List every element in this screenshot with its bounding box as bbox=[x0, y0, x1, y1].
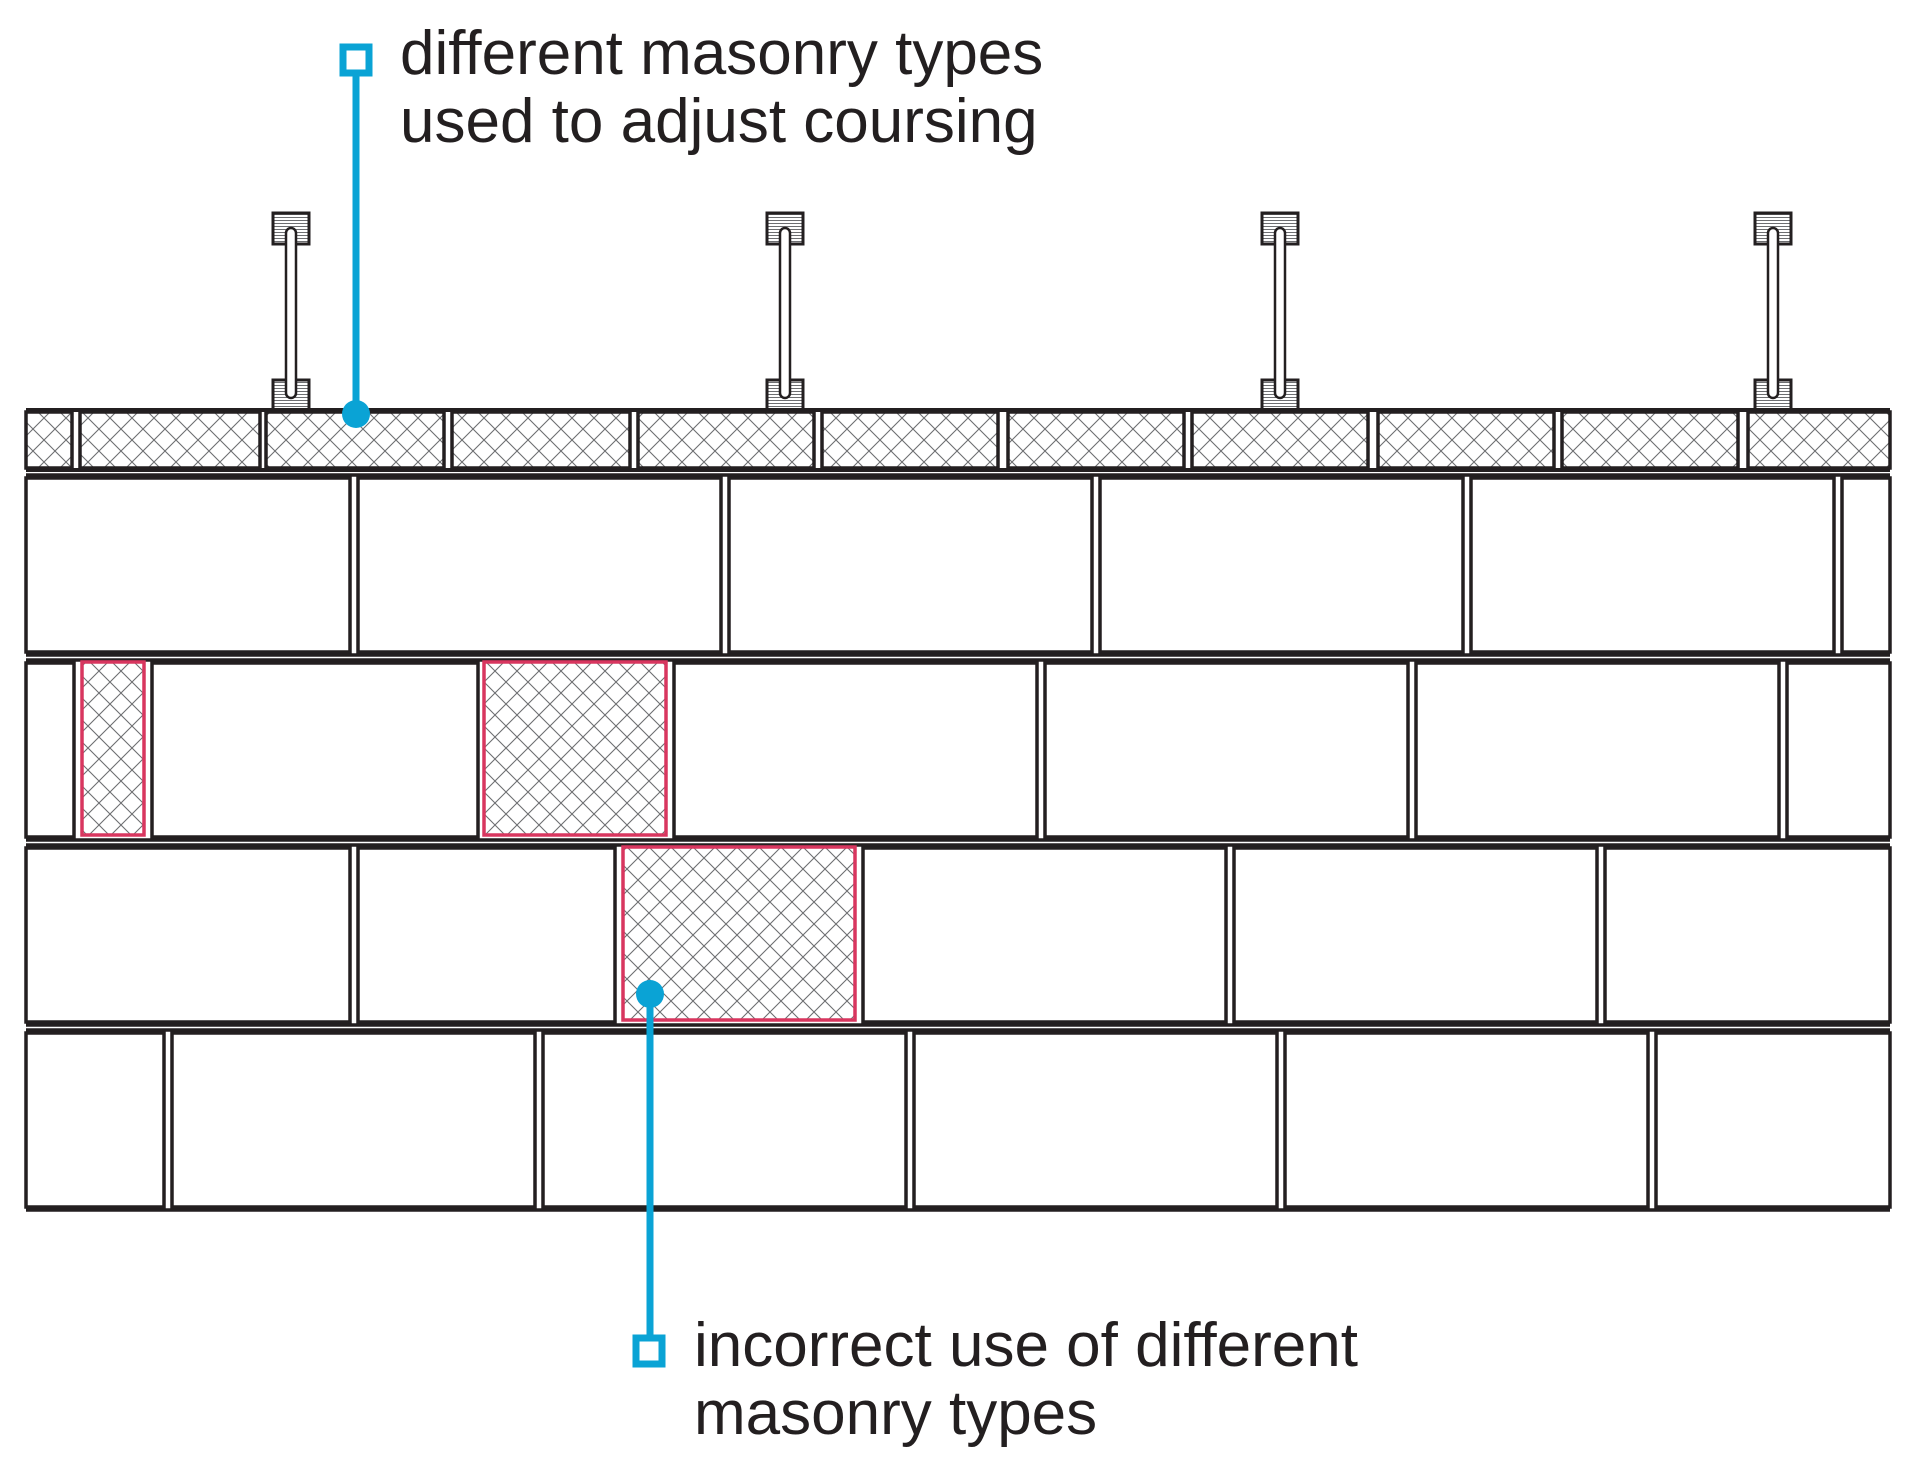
brick-unit bbox=[24, 476, 352, 654]
brick-unit bbox=[1469, 476, 1836, 654]
thin-masonry-unit bbox=[1376, 410, 1556, 470]
thin-masonry-unit bbox=[450, 410, 632, 470]
brick-unit bbox=[1414, 661, 1781, 839]
wall-tie bbox=[271, 211, 311, 413]
brick-unit bbox=[1654, 1031, 1892, 1209]
thin-masonry-unit bbox=[78, 410, 262, 470]
callout-bottom-marker-square bbox=[632, 1334, 666, 1368]
callout-top-leader-dot bbox=[342, 400, 370, 428]
brick-unit bbox=[1840, 476, 1892, 654]
brick-unit bbox=[1785, 661, 1892, 839]
incorrect-masonry-unit bbox=[482, 660, 668, 837]
callout-bottom-line-1: incorrect use of different bbox=[694, 1311, 1358, 1380]
thin-masonry-unit bbox=[636, 410, 816, 470]
incorrect-masonry-unit bbox=[80, 660, 146, 837]
wall-tie bbox=[1260, 211, 1300, 413]
tie-wire bbox=[1766, 226, 1780, 400]
callout-top-marker-square bbox=[339, 43, 373, 77]
brick-unit bbox=[861, 846, 1228, 1024]
callout-top-line-2: used to adjust coursing bbox=[400, 87, 1038, 156]
thin-masonry-unit bbox=[1006, 410, 1186, 470]
brick-unit bbox=[24, 661, 76, 839]
tie-wire bbox=[284, 226, 298, 400]
brick-unit bbox=[150, 661, 480, 839]
wall-tie bbox=[1753, 211, 1793, 413]
callout-top-line-1: different masonry types bbox=[400, 19, 1044, 88]
thin-masonry-unit bbox=[820, 410, 1000, 470]
tie-wire bbox=[1273, 226, 1287, 400]
tie-wire bbox=[778, 226, 792, 400]
brick-unit bbox=[24, 1031, 166, 1209]
brick-unit bbox=[170, 1031, 537, 1209]
callout-top-leader bbox=[339, 43, 373, 428]
brick-unit bbox=[1043, 661, 1410, 839]
brick-unit bbox=[24, 846, 352, 1024]
brick-unit bbox=[672, 661, 1039, 839]
brick-courses bbox=[24, 473, 1892, 1212]
callout-bottom-label: incorrect use of different masonry types bbox=[694, 1312, 1358, 1448]
brick-unit bbox=[1283, 1031, 1650, 1209]
brick-unit bbox=[356, 476, 723, 654]
callout-bottom-leader bbox=[632, 980, 666, 1368]
brick-unit bbox=[727, 476, 1094, 654]
thin-masonry-unit bbox=[1190, 410, 1370, 470]
incorrect-masonry-units bbox=[80, 660, 857, 1022]
thin-masonry-unit bbox=[24, 410, 74, 470]
thin-masonry-unit bbox=[1746, 410, 1892, 470]
brick-unit bbox=[1232, 846, 1599, 1024]
callout-top-label: different masonry types used to adjust c… bbox=[400, 20, 1043, 156]
brick-unit bbox=[1603, 846, 1892, 1024]
thin-masonry-unit bbox=[1560, 410, 1740, 470]
top-course-thin-masonry bbox=[24, 408, 1892, 472]
brick-unit bbox=[1098, 476, 1465, 654]
callout-bottom-line-2: masonry types bbox=[694, 1379, 1098, 1448]
wall-ties bbox=[271, 211, 1793, 413]
brick-unit bbox=[541, 1031, 908, 1209]
brick-unit bbox=[912, 1031, 1279, 1209]
wall-tie bbox=[765, 211, 805, 413]
brick-unit bbox=[356, 846, 617, 1024]
